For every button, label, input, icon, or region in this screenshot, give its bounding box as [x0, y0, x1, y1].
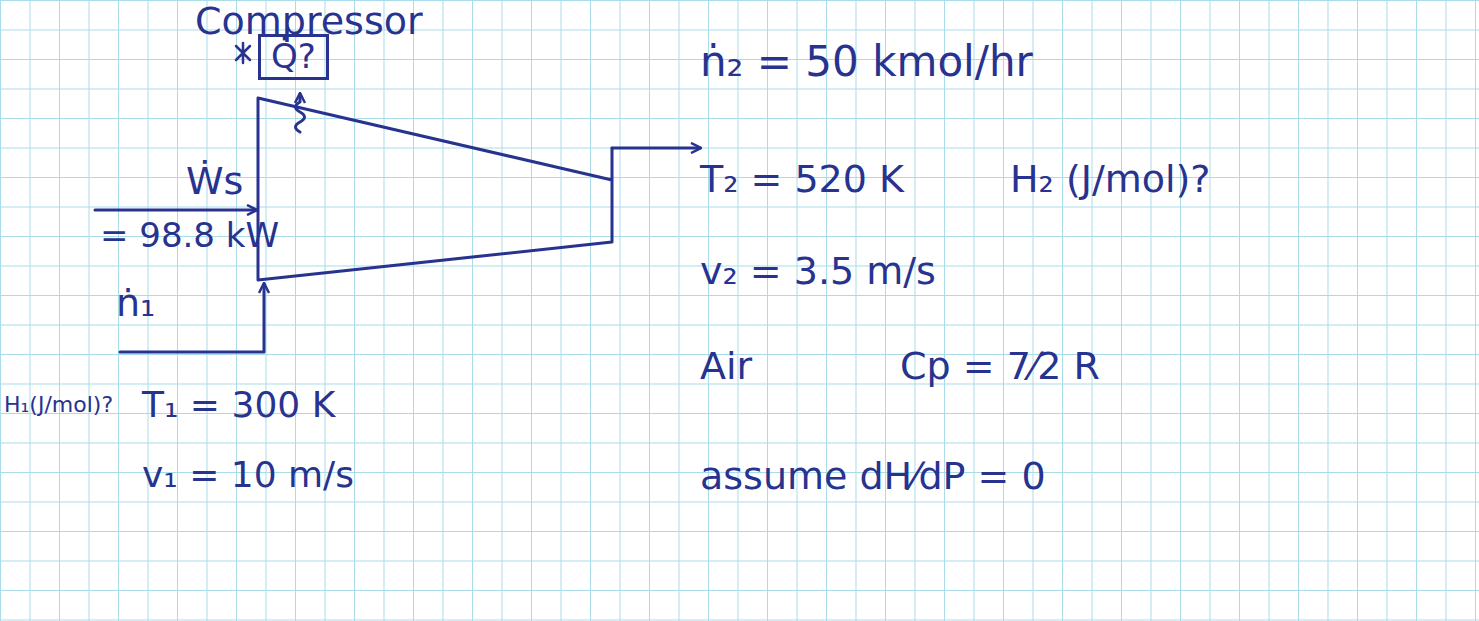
quantity-label: v₁ = 10 m/s [142, 454, 354, 495]
quantity-label: H₁(J/mol)? [4, 392, 113, 417]
quantity-label: T₂ = 520 K [700, 158, 904, 202]
quantity-label: v₂ = 3.5 m/s [700, 250, 936, 294]
quantity-label: T₁ = 300 K [142, 384, 335, 425]
quantity-label: assume dH⁄dP = 0 [700, 455, 1046, 499]
heat-arrow [296, 94, 305, 132]
work-arrow [95, 209, 256, 212]
node-text: Q̇? [271, 37, 316, 76]
boxed-quantity: Q̇? [258, 34, 329, 80]
compressor-body [258, 98, 612, 280]
quantity-label: ṅ₂ = 50 kmol/hr [700, 38, 1033, 86]
quantity-label: = 98.8 kW [100, 216, 279, 255]
quantity-label: H₂ (J/mol)? [1010, 158, 1211, 202]
star-mark [236, 43, 250, 63]
outlet-arrow [612, 147, 700, 150]
quantity-label: ṅ₁ [116, 282, 155, 326]
quantity-label: Air [700, 345, 752, 389]
quantity-label: Ẇs [186, 160, 243, 204]
quantity-label: Cp = 7⁄2 R [900, 345, 1100, 389]
